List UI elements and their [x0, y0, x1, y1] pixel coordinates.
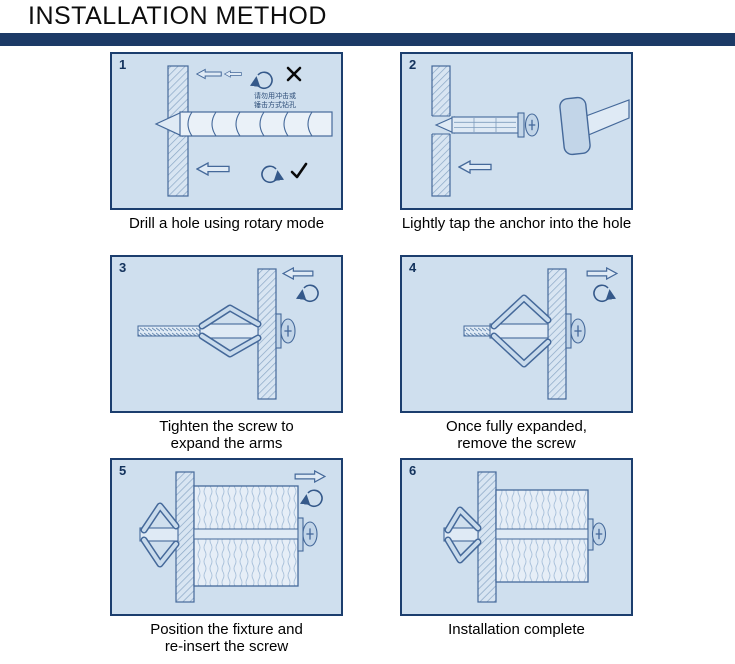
step-number: 5	[119, 463, 127, 478]
step-2: 2	[400, 52, 633, 246]
step6-illustration	[443, 471, 607, 603]
correct-direction-group	[196, 162, 308, 184]
steps-grid: 1 请勿用冲击或 锤击方式钻孔	[0, 46, 735, 655]
step-6: 6	[400, 458, 633, 652]
step-panel-2: 2	[400, 52, 633, 210]
wall-cross-section	[547, 268, 567, 400]
left-arrow-icon	[458, 160, 492, 174]
rotation-arrow-icon	[593, 284, 616, 303]
step3-illustration	[137, 267, 319, 400]
anchor-arms-icon	[489, 294, 552, 368]
anchor-arms-icon	[139, 502, 180, 568]
screw-tip-icon	[463, 325, 491, 337]
step-caption: Drill a hole using rotary mode	[128, 215, 325, 232]
step-number: 4	[409, 260, 417, 275]
right-arrow-icon	[586, 267, 618, 280]
left-arrow-icon	[224, 70, 242, 78]
wall-anchor-icon	[434, 112, 540, 138]
wall-cross-section	[257, 268, 277, 400]
page-title: INSTALLATION METHOD	[28, 2, 327, 30]
screw-tip-icon	[137, 325, 201, 337]
rotation-arrow-icon	[250, 71, 273, 90]
drill-mode-warning-text: 请勿用冲击或 锤击方式钻孔	[254, 93, 296, 110]
left-arrow-icon	[196, 162, 230, 176]
step-panel-5: 5	[110, 458, 343, 616]
step-number: 2	[409, 57, 417, 72]
step-panel-3: 3	[110, 255, 343, 413]
x-mark-icon	[286, 66, 302, 82]
screw-head-icon	[565, 313, 586, 349]
step5-illustration	[139, 470, 326, 603]
right-arrow-icon	[294, 470, 326, 483]
screw-shaft-icon	[193, 528, 299, 540]
step-4: 4	[400, 255, 633, 452]
wall-cross-section	[175, 471, 195, 603]
step-panel-6: 6	[400, 458, 633, 616]
left-arrow-icon	[196, 68, 222, 80]
left-arrow-icon	[282, 267, 314, 280]
step-caption: Lightly tap the anchor into the hole	[401, 215, 632, 232]
wall-cross-section	[477, 471, 497, 603]
step-panel-4: 4	[400, 255, 633, 413]
step-caption: Once fully expanded, remove the screw	[446, 418, 587, 452]
step-caption: Position the fixture and re-insert the s…	[150, 621, 303, 655]
step-1: 1 请勿用冲击或 锤击方式钻孔	[110, 52, 343, 246]
screw-head-icon	[587, 518, 607, 551]
step-number: 1	[119, 57, 127, 72]
step-panel-1: 1 请勿用冲击或 锤击方式钻孔	[110, 52, 343, 210]
step-caption: Tighten the screw to expand the arms	[159, 418, 294, 452]
screw-shaft-icon	[495, 528, 589, 540]
anchor-arms-icon	[198, 304, 262, 358]
hammer-icon	[559, 96, 630, 156]
step1-illustration	[154, 65, 333, 197]
step-5: 5	[110, 458, 343, 655]
rotation-arrow-icon	[296, 284, 319, 303]
step-number: 6	[409, 463, 417, 478]
screw-head-icon	[297, 517, 318, 552]
rotation-arrow-icon	[300, 489, 323, 508]
step-number: 3	[119, 260, 127, 275]
step-3: 3	[110, 255, 343, 452]
wrong-direction-group	[196, 66, 302, 90]
rotation-arrow-icon	[261, 165, 284, 184]
check-mark-icon	[290, 162, 308, 179]
anchor-arms-icon	[443, 506, 482, 564]
drill-bit-icon	[154, 111, 333, 137]
step-caption: Installation complete	[448, 621, 585, 638]
step4-illustration	[463, 267, 618, 400]
step2-illustration	[430, 65, 630, 197]
title-underline-bar	[0, 33, 735, 46]
screw-head-icon	[275, 313, 296, 349]
